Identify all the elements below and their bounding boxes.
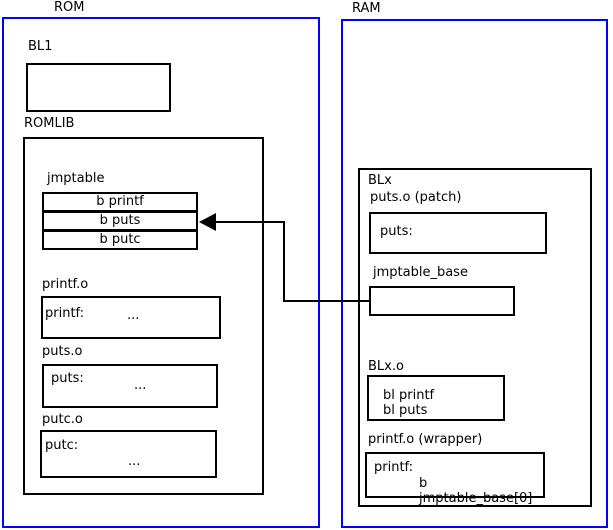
blx-o-label: BLx.o: [368, 359, 404, 374]
putc-body-ellipsis: ...: [128, 454, 141, 469]
jmptable-row-putc: b putc: [42, 230, 198, 250]
jmptable-row-puts: b puts: [42, 211, 198, 231]
printf-body-ellipsis: ...: [127, 308, 140, 323]
puts-patch-label: puts.o (patch): [370, 190, 462, 205]
rom-region-label: ROM: [54, 0, 85, 15]
bl1-box: [26, 63, 171, 112]
puts-symbol: puts:: [51, 371, 84, 386]
jmptable-row-printf: b printf: [42, 192, 198, 212]
printf-wrapper-symbol: printf:: [374, 460, 414, 475]
puts-patch-symbol: puts:: [380, 224, 413, 239]
puts-body-ellipsis: ...: [134, 378, 147, 393]
printf-o-label: printf.o: [42, 277, 89, 292]
puts-o-label: puts.o: [42, 344, 83, 359]
ram-region-label: RAM: [352, 1, 381, 16]
blx-box: [358, 168, 592, 507]
puts-patch-box: puts:: [369, 212, 547, 254]
blx-o-box: bl printf bl puts: [367, 375, 505, 421]
romlib-label: ROMLIB: [24, 116, 75, 131]
blx-label: BLx: [368, 173, 392, 188]
printf-symbol: printf:: [45, 306, 85, 321]
printf-wrapper-box: printf: b jmptable_base[0]: [365, 452, 545, 506]
putc-o-box: putc: ...: [40, 430, 217, 478]
romlib-box: [23, 137, 264, 495]
printf-wrapper-instruction: b jmptable_base[0]: [419, 476, 533, 506]
printf-wrapper-label: printf.o (wrapper): [368, 432, 483, 447]
blx-o-line-bl-puts: bl puts: [383, 403, 428, 418]
putc-symbol: putc:: [45, 438, 79, 453]
blx-o-line-bl-printf: bl printf: [383, 388, 435, 403]
bl1-label: BL1: [28, 39, 53, 54]
putc-o-label: putc.o: [42, 412, 83, 427]
jmptable-label: jmptable: [47, 171, 105, 186]
puts-o-box: puts: ...: [42, 364, 218, 408]
jmptable-base-label: jmptable_base: [373, 265, 468, 280]
jmptable-base-box: [369, 286, 515, 316]
printf-o-box: printf: ...: [41, 296, 221, 339]
